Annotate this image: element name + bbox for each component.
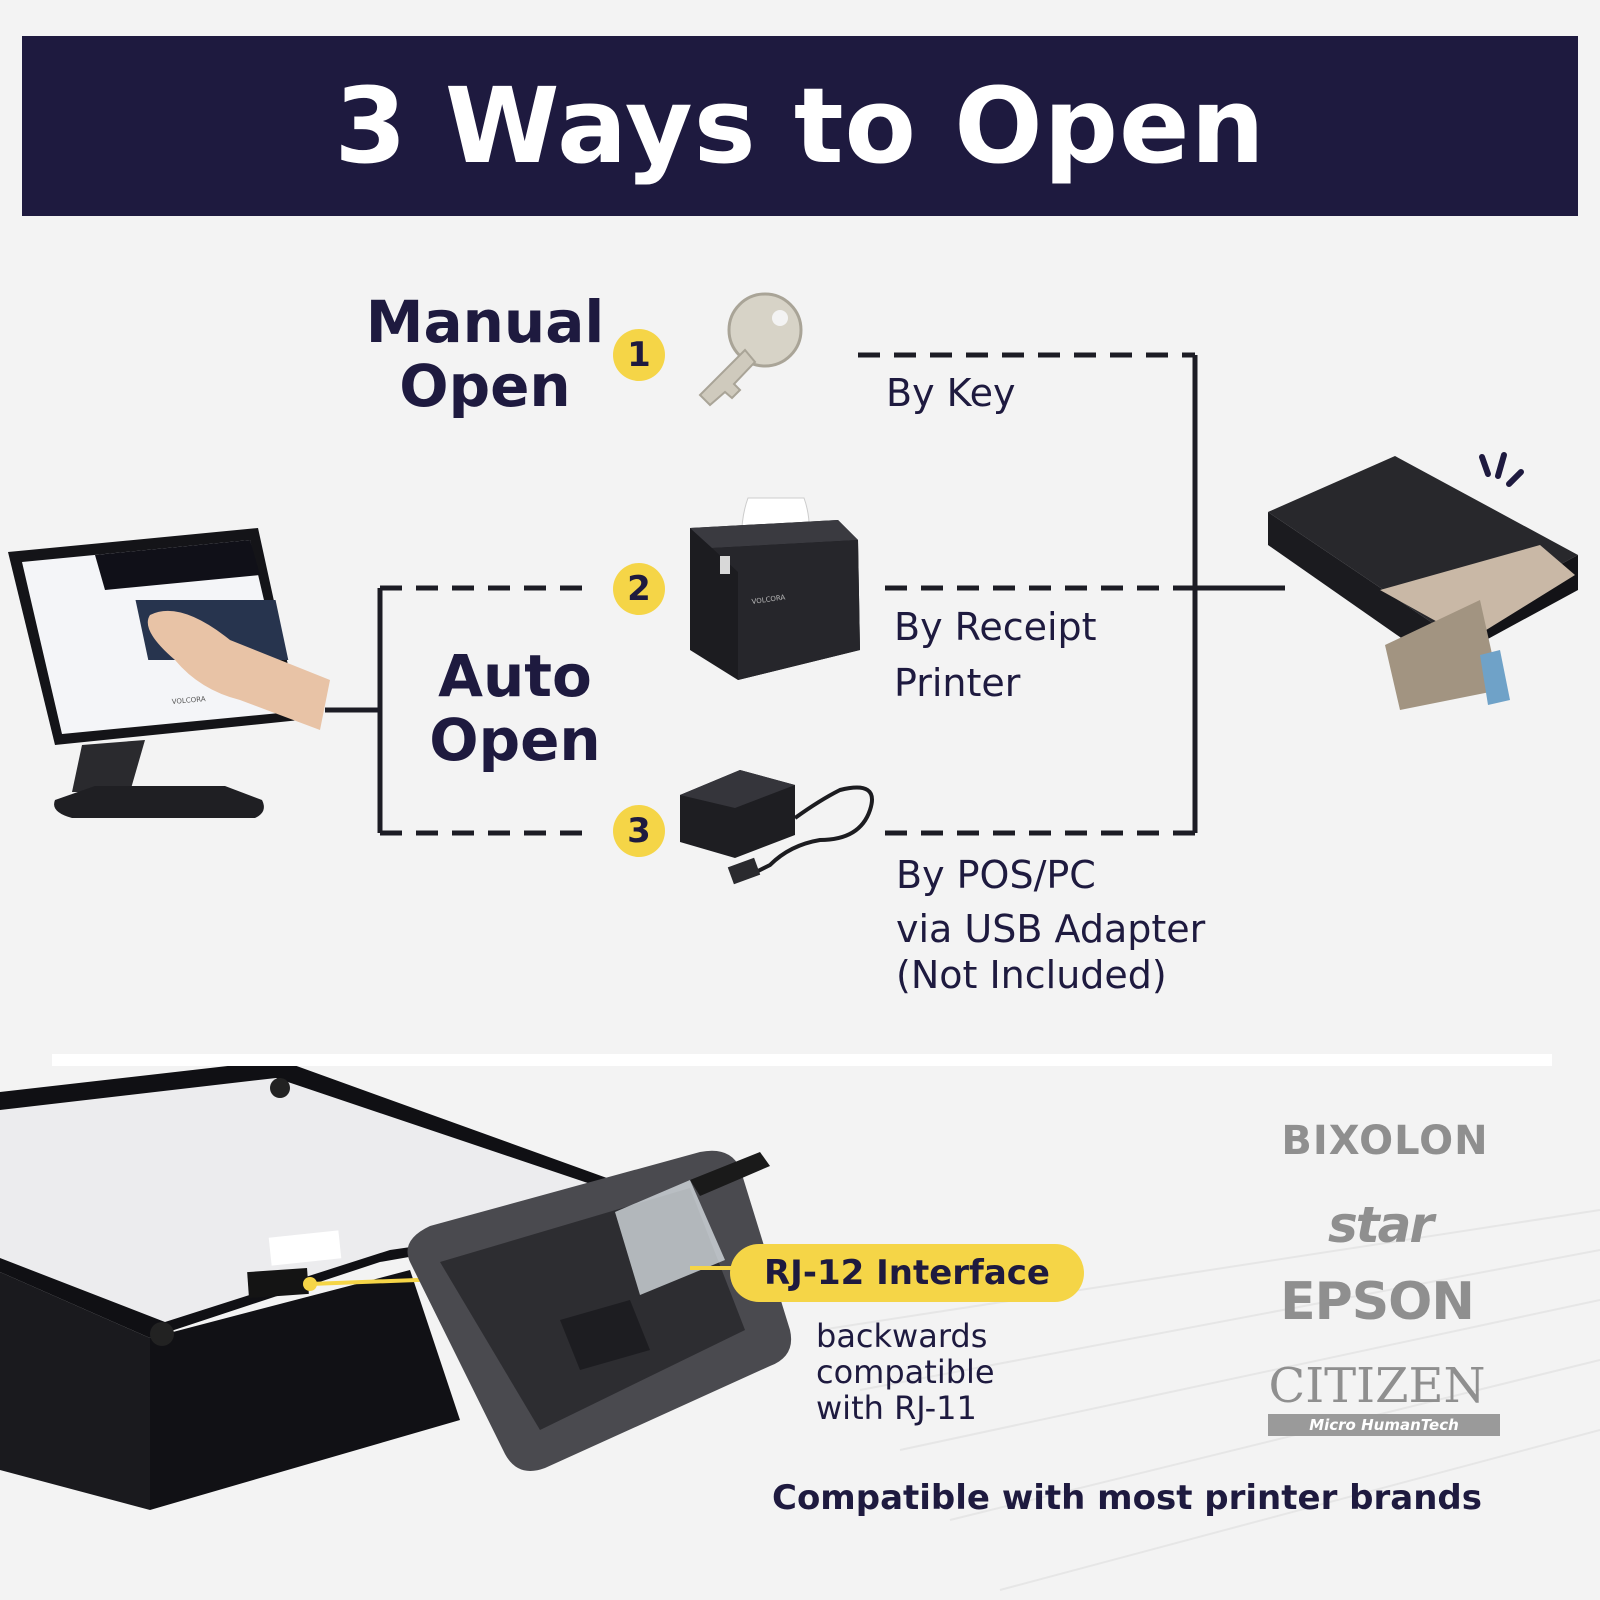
compatibility-statement: Compatible with most printer brands	[772, 1478, 1482, 1518]
usb-adapter-icon	[680, 770, 874, 885]
caption-by-key: By Key	[886, 370, 1016, 416]
connector-lines	[325, 352, 1285, 836]
key-icon	[698, 292, 803, 407]
step-badge-2: 2	[613, 563, 665, 615]
pos-brand-label: VOLCORA	[171, 695, 206, 706]
receipt-printer-icon	[690, 497, 860, 680]
cash-drawer-illustration	[1268, 456, 1578, 710]
manual-open-heading: Manual Open	[360, 290, 610, 418]
rj12-interface-tag: RJ-12 Interface	[730, 1244, 1084, 1302]
caption-usb-line1: By POS/PC	[896, 853, 1096, 897]
auto-heading-line2: Open	[429, 706, 601, 774]
rj11-compat-note: backwards compatible with RJ-11	[816, 1318, 995, 1426]
rj-note-line2: compatible	[816, 1353, 995, 1391]
caption-usb-line3: (Not Included)	[896, 953, 1167, 997]
brand-logo-citizen-sub: Micro HumanTech	[1268, 1414, 1500, 1436]
pos-terminal-illustration	[8, 528, 330, 818]
section-divider	[52, 1054, 1552, 1066]
auto-heading-line1: Auto	[438, 642, 592, 710]
caption-printer-line1: By Receipt	[894, 605, 1097, 649]
drawer-opening-lines	[1479, 452, 1524, 487]
brand-logo-citizen: CITIZEN	[1268, 1358, 1486, 1414]
manual-heading-line2: Open	[399, 352, 571, 420]
rj-note-line1: backwards	[816, 1317, 988, 1355]
manual-heading-line1: Manual	[365, 288, 605, 356]
rj-note-line3: with RJ-11	[816, 1389, 977, 1427]
caption-usb-line2: via USB Adapter	[896, 907, 1206, 951]
auto-open-heading: Auto Open	[410, 644, 620, 772]
caption-by-key-line1: By Key	[886, 371, 1016, 415]
page-title: 3 Ways to Open	[334, 65, 1266, 187]
rj12-port-closeup	[407, 1150, 792, 1471]
caption-printer-line2: Printer	[894, 661, 1021, 705]
step-badge-1: 1	[613, 329, 665, 381]
caption-by-pos-usb: By POS/PC via USB Adapter (Not Included)	[896, 852, 1205, 998]
step-badge-3: 3	[613, 805, 665, 857]
port-pointer-dot	[303, 1277, 317, 1291]
brand-logo-bixolon: BIXOLON	[1281, 1118, 1489, 1164]
background-rays	[819, 1209, 1600, 1591]
brand-logo-epson: EPSON	[1280, 1272, 1475, 1332]
title-banner: 3 Ways to Open	[22, 36, 1578, 216]
brand-logo-star: star	[1327, 1196, 1434, 1254]
caption-by-receipt-printer: By Receipt Printer	[894, 604, 1097, 706]
drawer-underside-illustration	[0, 1060, 690, 1510]
